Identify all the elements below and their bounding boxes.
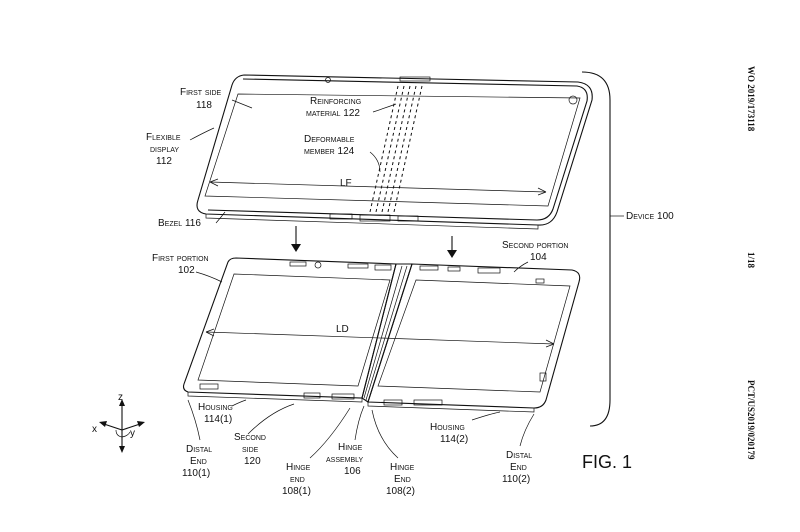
second-portion-number: 104 bbox=[530, 252, 547, 263]
distal-end-1-number: 110(1) bbox=[182, 468, 210, 479]
distal-end-2-label: Distal bbox=[506, 450, 532, 461]
first-portion-label: First portion bbox=[152, 253, 209, 264]
deformable-member-label-2: member 124 bbox=[304, 146, 355, 157]
hinge-end-2-label-2: End bbox=[394, 474, 411, 485]
housing-2-number: 114(2) bbox=[440, 434, 468, 445]
housing-1-number: 114(1) bbox=[204, 414, 232, 425]
hinge-end-1-number: 108(1) bbox=[282, 486, 311, 497]
device-bracket bbox=[581, 71, 611, 427]
hinge-end-2-label: Hinge bbox=[390, 462, 415, 473]
length-device-label: LD bbox=[336, 324, 349, 335]
distal-end-2-label-2: End bbox=[510, 462, 527, 473]
housing-1-label: Housing bbox=[198, 402, 233, 413]
first-portion-number: 102 bbox=[178, 265, 195, 276]
flexible-display-label-2: display bbox=[150, 144, 179, 155]
publication-number: WO 2019/173118 bbox=[746, 66, 756, 132]
distal-end-1-label-2: End bbox=[190, 456, 207, 467]
second-side-label-2: side bbox=[242, 444, 259, 455]
reinforcing-material-label-2: material 122 bbox=[306, 108, 360, 119]
distal-end-1-label: Distal bbox=[186, 444, 212, 455]
hinge-end-1-label-2: end bbox=[290, 474, 305, 485]
top-device bbox=[189, 74, 593, 230]
axis-y-label: y bbox=[130, 428, 135, 439]
first-side-label: First side bbox=[180, 87, 222, 98]
axis-x-label: x bbox=[92, 424, 97, 435]
length-first-label: LF bbox=[340, 178, 352, 189]
housing-2-label: Housing bbox=[430, 422, 465, 433]
bezel-label: Bezel 116 bbox=[158, 218, 201, 229]
hinge-assembly-label: Hinge bbox=[338, 442, 363, 453]
application-number: PCT/US2019/020179 bbox=[746, 380, 756, 460]
transition-arrows bbox=[291, 226, 457, 258]
hinge-end-1-label: Hinge bbox=[286, 462, 311, 473]
device-label: Device 100 bbox=[626, 211, 674, 222]
second-portion-label: Second portion bbox=[502, 240, 569, 251]
deformable-member-label: Deformable bbox=[304, 134, 355, 145]
reinforcing-material-label: Reinforcing bbox=[310, 96, 361, 107]
bottom-device bbox=[182, 257, 581, 459]
reference-labels: First side 118 Flexible display 112 Rein… bbox=[146, 87, 674, 497]
figure-label: FIG. 1 bbox=[582, 452, 632, 472]
hinge-assembly-number: 106 bbox=[344, 466, 361, 477]
flexible-display-number: 112 bbox=[156, 156, 172, 167]
second-side-number: 120 bbox=[244, 456, 261, 467]
second-side-label: Second bbox=[234, 432, 266, 443]
first-side-number: 118 bbox=[196, 100, 212, 111]
hinge-assembly-label-2: assembly bbox=[326, 454, 364, 465]
distal-end-2-number: 110(2) bbox=[502, 474, 530, 485]
flexible-display-label: Flexible bbox=[146, 132, 181, 143]
sheet-number: 1/18 bbox=[746, 252, 756, 269]
axis-z-label: z bbox=[118, 392, 123, 403]
hinge-end-2-number: 108(2) bbox=[386, 486, 415, 497]
axis-triad: z x y bbox=[92, 392, 145, 453]
